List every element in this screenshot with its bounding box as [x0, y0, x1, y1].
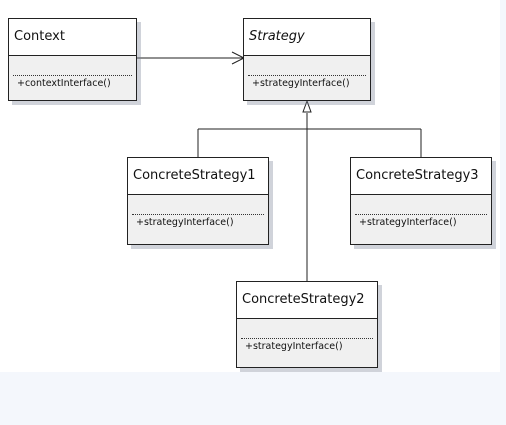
operation-label: +strategyInterface()	[359, 217, 457, 228]
concrete-strategy-1-class[interactable]: ConcreteStrategy1 +strategyInterface()	[127, 157, 269, 245]
inheritance-triangle	[302, 99, 312, 113]
compartment-divider	[248, 75, 366, 76]
operation-label: +contextInterface()	[17, 78, 111, 89]
compartment-divider	[241, 338, 373, 339]
operation-label: +strategyInterface()	[136, 217, 234, 228]
class-operations: +strategyInterface()	[128, 195, 268, 244]
class-name: ConcreteStrategy1	[128, 158, 268, 195]
compartment-divider	[13, 75, 132, 76]
class-operations: +strategyInterface()	[351, 195, 491, 244]
context-class[interactable]: Context +contextInterface()	[8, 18, 137, 101]
operation-label: +strategyInterface()	[252, 78, 350, 89]
compartment-divider	[355, 214, 487, 215]
compartment-divider	[132, 214, 264, 215]
class-operations: +contextInterface()	[9, 56, 136, 100]
concrete-strategy-2-class[interactable]: ConcreteStrategy2 +strategyInterface()	[236, 281, 378, 368]
class-name: Strategy	[244, 19, 370, 56]
class-operations: +strategyInterface()	[237, 319, 377, 367]
class-name: ConcreteStrategy3	[351, 158, 491, 195]
class-operations: +strategyInterface()	[244, 56, 370, 100]
strategy-interface[interactable]: Strategy +strategyInterface()	[243, 18, 371, 101]
operation-label: +strategyInterface()	[245, 341, 343, 352]
class-name: Context	[9, 19, 136, 56]
concrete-strategy-3-class[interactable]: ConcreteStrategy3 +strategyInterface()	[350, 157, 492, 245]
class-name: ConcreteStrategy2	[237, 282, 377, 319]
